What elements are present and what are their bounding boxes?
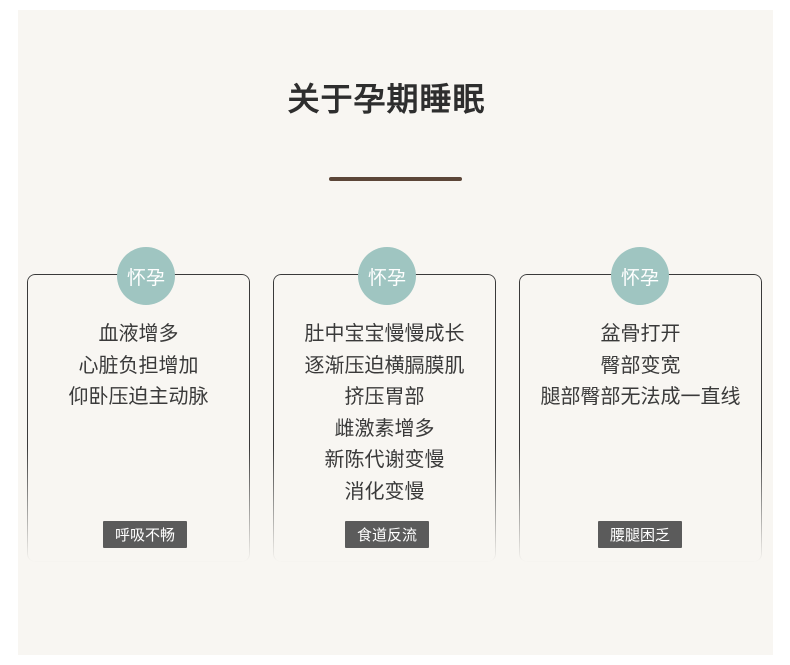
- card-line: 肚中宝宝慢慢成长: [304, 321, 465, 345]
- card-text: 血液增多 心脏负担增加 仰卧压迫主动脉: [27, 318, 250, 413]
- card-tag: 呼吸不畅: [103, 521, 187, 548]
- card-tag: 食道反流: [345, 521, 429, 548]
- card-line: 盆骨打开: [600, 321, 681, 345]
- card-line: 腿部臀部无法成一直线: [540, 384, 741, 408]
- card-line: 消化变慢: [344, 478, 425, 503]
- title-divider: [329, 177, 462, 181]
- card-line: 臀部变宽: [600, 352, 681, 377]
- page-title: 关于孕期睡眠: [287, 80, 486, 118]
- card-tag: 腰腿困乏: [598, 521, 682, 548]
- card-line: 雌激素增多: [334, 415, 435, 440]
- card-line: 挤压胃部: [344, 384, 425, 408]
- card-line: 仰卧压迫主动脉: [68, 384, 209, 408]
- card-badge: 怀孕: [358, 247, 416, 305]
- card-line: 新陈代谢变慢: [324, 447, 445, 471]
- card-text: 肚中宝宝慢慢成长 逐渐压迫横膈膜肌 挤压胃部 雌激素增多 新陈代谢变慢 消化变慢: [273, 318, 496, 507]
- card-badge: 怀孕: [611, 247, 669, 305]
- card-text: 盆骨打开 臀部变宽 腿部臀部无法成一直线: [519, 318, 762, 413]
- card-badge: 怀孕: [117, 247, 175, 305]
- card-line: 心脏负担增加: [78, 352, 199, 377]
- card-line: 血液增多: [98, 321, 179, 345]
- card-line: 逐渐压迫横膈膜肌: [304, 352, 465, 377]
